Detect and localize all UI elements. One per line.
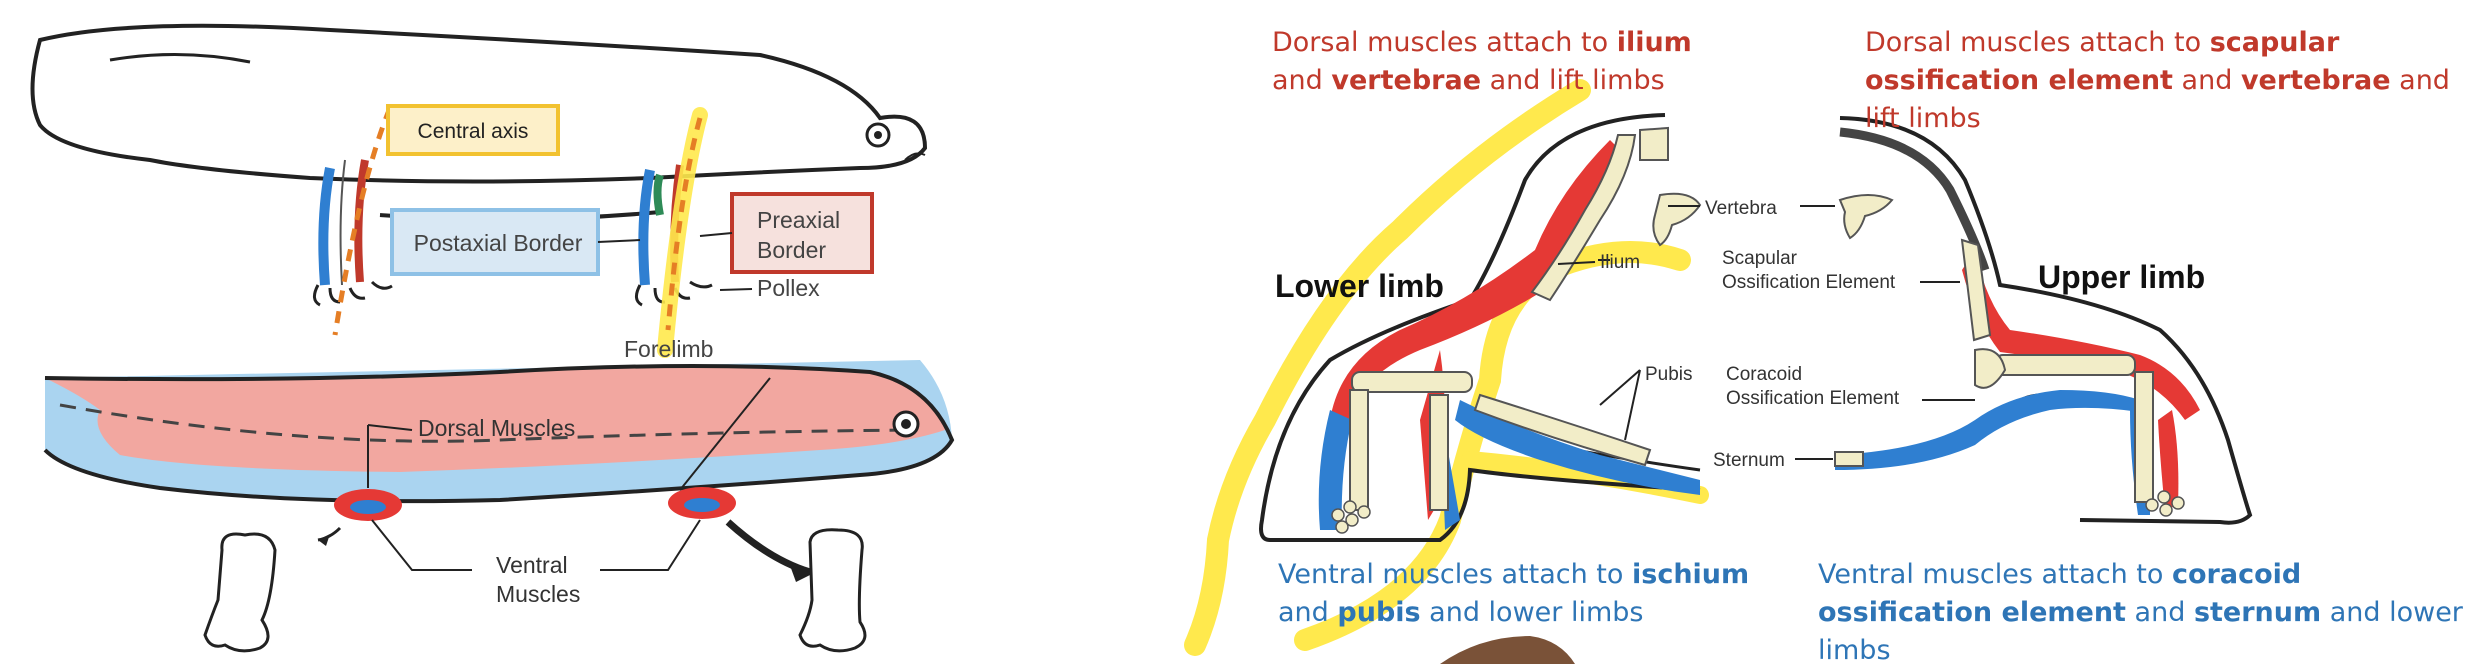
bottom-edge-object (1440, 636, 1575, 664)
salamander-bottom-illustration (43, 360, 955, 653)
lower-limb-highlight-inner (1294, 241, 1691, 651)
upper-limb-ventral-note: Ventral muscles attach to coracoid ossif… (1818, 559, 2463, 666)
postaxial-border-label: Postaxial Border (414, 230, 583, 256)
pollex-label: Pollex (757, 275, 820, 301)
central-axis-label: Central axis (418, 120, 529, 143)
dorsal-muscles-pointer-2 (367, 424, 413, 431)
forelimb-label: Forelimb (624, 336, 713, 362)
lower-limb-ventral-note: Ventral muscles attach to ischium and pu… (1278, 559, 1750, 628)
lower-limb-dorsal-note: Dorsal muscles attach to ilium and verte… (1272, 27, 1692, 96)
dorsal-muscles-label: Dorsal Muscles (418, 415, 575, 441)
pubis-label: Pubis (1645, 364, 1693, 385)
ilium-pointer-line (1557, 261, 1596, 265)
preaxial-border-label-2: Border (757, 237, 826, 263)
upper-limb-illustration (1834, 116, 2253, 525)
ventral-muscles-label-2: Muscles (496, 581, 580, 607)
coracoid-label-2: Ossification Element (1726, 388, 1900, 409)
central-axis-box (386, 104, 560, 156)
ilium-label: Ilium (1600, 252, 1640, 273)
scapular-label-1: Scapular (1722, 248, 1798, 269)
postaxial-pointer (597, 239, 641, 243)
coracoid-label-1: Coracoid (1726, 364, 1802, 385)
preaxial-border-box (730, 192, 874, 274)
sternum-label: Sternum (1713, 450, 1785, 471)
lower-limb-title: Lower limb (1275, 268, 1444, 304)
lower-limb-illustration (1259, 113, 1702, 542)
upper-limb-dorsal-note: Dorsal muscles attach to scapular ossifi… (1865, 27, 2450, 134)
upper-limb-title: Upper limb (2038, 259, 2205, 295)
scapular-label-2: Ossification Element (1722, 272, 1896, 293)
ventral-muscles-label-1: Ventral (496, 552, 568, 578)
forelimb-pointer (679, 377, 771, 491)
pubis-pointer (1599, 369, 1641, 441)
preaxial-border-label-1: Preaxial (757, 207, 840, 233)
preaxial-pointer (699, 232, 733, 237)
central-axis-line-hind (332, 107, 393, 336)
ventral-muscles-pointer-right (600, 519, 701, 571)
pollex-pointer (719, 288, 753, 291)
salamander-top-illustration (30, 23, 928, 222)
vertebra-label: Vertebra (1705, 198, 1777, 219)
central-axis-line-fore (665, 117, 703, 331)
lower-limb-highlight-outer (1184, 79, 1591, 656)
ventral-muscles-pointer-left (371, 519, 472, 571)
